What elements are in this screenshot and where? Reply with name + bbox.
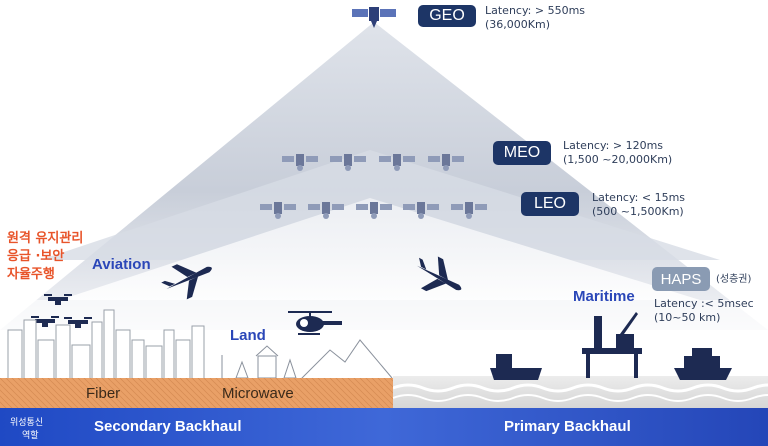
geo-satellite-icon bbox=[352, 7, 396, 28]
meo-distance: (1,500 ~20,000Km) bbox=[563, 153, 673, 166]
sea-surface bbox=[393, 376, 768, 408]
land-label: Land bbox=[230, 327, 266, 344]
role-label-line2: 역할 bbox=[22, 431, 39, 441]
geo-latency: Latency: > 550ms bbox=[485, 4, 586, 17]
cruise-ship-icon bbox=[674, 348, 732, 380]
fiber-label: Fiber bbox=[86, 385, 121, 402]
meo-satellites bbox=[282, 154, 464, 171]
meo-latency: Latency: > 120ms bbox=[563, 139, 664, 152]
secondary-backhaul-label: Secondary Backhaul bbox=[94, 418, 242, 435]
leo-satellites bbox=[260, 202, 487, 219]
airplane-icon bbox=[161, 264, 212, 300]
korean-label-autonomous-driving: 자율주행 bbox=[7, 267, 55, 282]
haps-suffix: (성층권) bbox=[716, 274, 752, 285]
korean-label-emergency-security: 응급 ·보안 bbox=[7, 249, 65, 264]
geo-badge: GEO bbox=[418, 5, 476, 27]
aviation-label: Aviation bbox=[92, 256, 151, 273]
haps-latency: Latency :< 5msec bbox=[654, 297, 754, 310]
airplane-icon-2 bbox=[417, 256, 462, 292]
drone-icons bbox=[31, 294, 92, 328]
leo-coverage-layer bbox=[60, 198, 700, 300]
cargo-ship-icon bbox=[490, 354, 542, 380]
geo-distance: (36,000Km) bbox=[485, 18, 551, 31]
oil-rig-icon bbox=[582, 312, 642, 378]
korean-label-remote-maintenance: 원격 유지관리 bbox=[7, 231, 84, 246]
maritime-label: Maritime bbox=[573, 288, 635, 305]
haps-distance: (10~50 km) bbox=[654, 311, 721, 324]
footer-band bbox=[0, 408, 768, 446]
leo-badge: LEO bbox=[521, 192, 579, 216]
leo-distance: (500 ~1,500Km) bbox=[592, 205, 684, 218]
role-label-line1: 위성통신 bbox=[10, 418, 44, 428]
meo-badge: MEO bbox=[493, 141, 551, 165]
helicopter-icon bbox=[288, 311, 342, 335]
ground-strip bbox=[0, 378, 393, 408]
leo-latency: Latency: < 15ms bbox=[592, 191, 686, 204]
microwave-label: Microwave bbox=[222, 385, 294, 402]
haps-badge: HAPS bbox=[652, 267, 710, 291]
primary-backhaul-label: Primary Backhaul bbox=[504, 418, 631, 435]
